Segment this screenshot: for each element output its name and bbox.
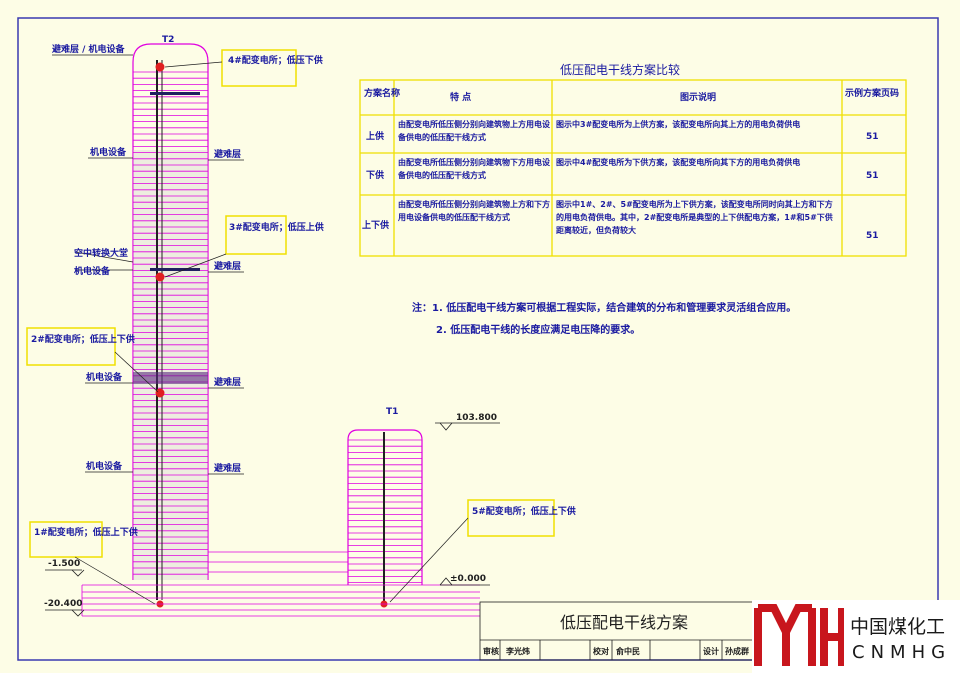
- row2-desc: 图示中4#配变电所为下供方案，该配变电所向其下方的用电负荷供电: [556, 158, 801, 167]
- th-feature: 特 点: [450, 91, 471, 103]
- callout-substation-2: 2#配变电所；低压上下供: [31, 333, 135, 345]
- th-name: 方案名称: [364, 87, 400, 99]
- title-block-title: 低压配电干线方案: [560, 613, 688, 632]
- row3-page: 51: [866, 231, 879, 241]
- logo-mark: [754, 604, 844, 666]
- row3-feature: 由配变电所低压侧分别向建筑物上方和下方用电设备供电的低压配干线方式: [398, 200, 550, 222]
- elev-ground: ±0.000: [450, 574, 486, 584]
- label-mech-1: 机电设备: [90, 146, 127, 158]
- elev-b1: -1.500: [48, 559, 80, 569]
- tb-reviewer: 李光炜: [505, 646, 530, 656]
- substation-2-dot: [155, 388, 165, 398]
- tower-t1-label: T1: [386, 407, 398, 417]
- podium-basement: [81, 551, 480, 617]
- callout-substation-3: 3#配变电所；低压上供: [229, 221, 324, 233]
- callout-substation-5: 5#配变电所；低压上下供: [472, 505, 576, 517]
- right-labels: [208, 159, 244, 475]
- callout-substation-4: 4#配变电所；低压下供: [228, 54, 323, 66]
- row2-name: 下供: [366, 169, 384, 181]
- row1-name: 上供: [366, 130, 384, 142]
- tower-t2: T2: [132, 35, 209, 608]
- row3-name: 上下供: [362, 219, 389, 231]
- label-refuge-2: 避难层: [214, 260, 241, 272]
- th-page: 示例方案页码: [845, 87, 899, 99]
- left-labels: [52, 54, 134, 473]
- watermark-logo: 中国煤化工 CNMHG: [752, 600, 960, 673]
- tb-checker: 俞中民: [615, 646, 640, 656]
- row3-desc: 图示中1#、2#、5#配变电所为上下供方案，该配变电所同时向其上方和下方的用电负…: [556, 200, 833, 235]
- label-mech-3: 机电设备: [86, 371, 123, 383]
- tb-designer: 孙成群: [725, 646, 749, 656]
- elev-b2: -20.400: [44, 599, 82, 609]
- row2-feature: 由配变电所低压侧分别向建筑物下方用电设备供电的低压配干线方式: [398, 158, 550, 180]
- tower-t1: T1: [347, 407, 423, 608]
- tb-design: 设计: [703, 646, 719, 656]
- elev-top: 103.800: [456, 413, 497, 423]
- tower-t2-label: T2: [162, 35, 174, 45]
- elevation-markers: [45, 422, 500, 617]
- label-refuge-1: 避难层: [214, 148, 241, 160]
- label-refuge-4: 避难层: [214, 462, 241, 474]
- label-refuge-3: 避难层: [214, 376, 241, 388]
- row1-feature: 由配变电所低压侧分别向建筑物上方用电设备供电的低压配干线方式: [398, 120, 550, 142]
- comparison-table: [359, 79, 907, 257]
- row1-page: 51: [866, 132, 879, 142]
- drawing-frame: [17, 17, 939, 661]
- th-desc: 图示说明: [680, 91, 716, 103]
- logo-cn: 中国煤化工: [850, 616, 946, 638]
- note-1: 注：1. 低压配电干线方案可根据工程实际，结合建筑的分布和管理要求灵活组合应用。: [412, 301, 796, 314]
- callout-substation-1: 1#配变电所；低压上下供: [34, 526, 138, 538]
- callouts: [26, 49, 555, 558]
- tb-review: 审核: [483, 646, 499, 656]
- label-transfer-lobby: 空中转换大堂: [74, 247, 128, 259]
- label-mech-2: 机电设备: [74, 265, 111, 277]
- substation-4-dot: [155, 62, 165, 72]
- row1-desc: 图示中3#配变电所为上供方案，该配变电所向其上方的用电负荷供电: [556, 120, 801, 129]
- substation-3-dot: [155, 272, 165, 282]
- label-mech-4: 机电设备: [86, 460, 123, 472]
- table-title: 低压配电干线方案比较: [560, 62, 680, 77]
- tb-check: 校对: [593, 646, 609, 656]
- logo-en: CNMHG: [852, 642, 952, 663]
- row2-page: 51: [866, 171, 879, 181]
- note-2: 2. 低压配电干线的长度应满足电压降的要求。: [436, 323, 640, 336]
- label-top-equipment: 避难层 / 机电设备: [52, 43, 126, 55]
